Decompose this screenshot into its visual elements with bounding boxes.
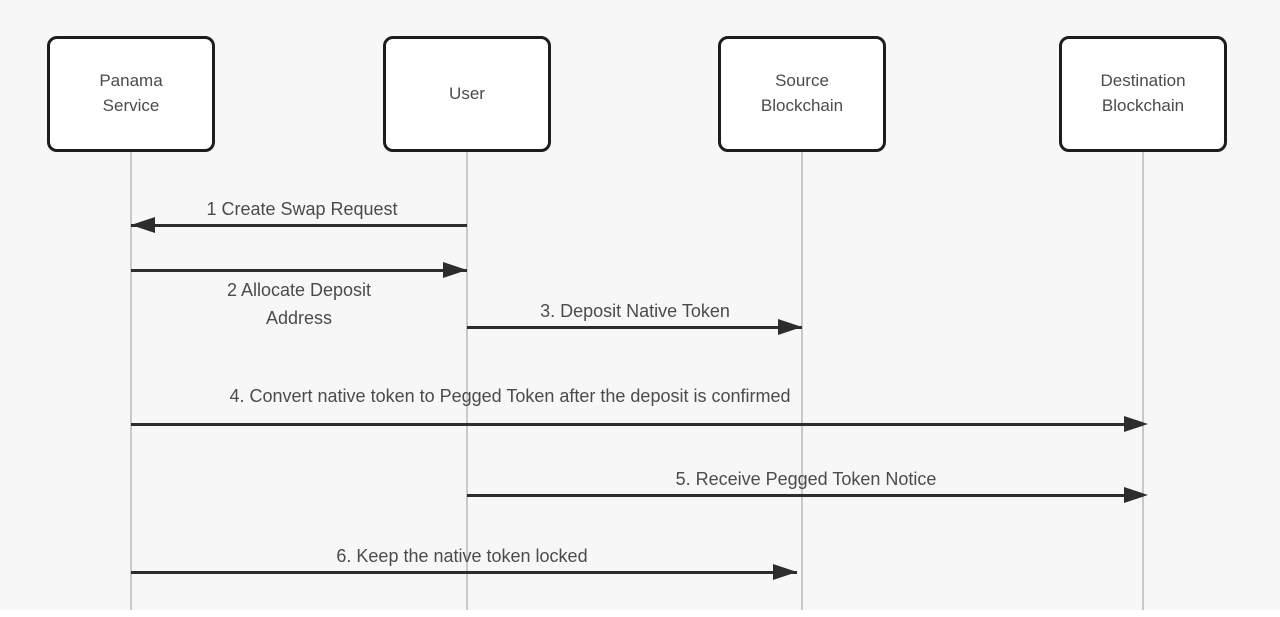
message-1-arrow-line	[131, 224, 467, 227]
message-5-arrowhead-right-icon	[1124, 487, 1148, 503]
message-6-arrowhead-right-icon	[773, 564, 797, 580]
actor-label-panama-service: Panama Service	[99, 71, 163, 115]
message-5-label: 5. Receive Pegged Token Notice	[675, 469, 937, 489]
message-4-arrowhead-right-icon	[1124, 416, 1148, 432]
lifeline-source-blockchain	[801, 152, 803, 610]
message-2-label: 2 Allocate Deposit Address	[226, 280, 372, 328]
message-2-arrowhead-right-icon	[443, 262, 467, 278]
message-3-label: 3. Deposit Native Token	[540, 301, 730, 321]
lifeline-panama-service	[130, 152, 132, 610]
message-4-label: 4. Convert native token to Pegged Token …	[229, 386, 791, 406]
actor-label-destination-blockchain: Destination Blockchain	[1100, 71, 1186, 115]
message-4-arrow-line	[131, 423, 1143, 426]
message-2-arrow-line	[131, 269, 467, 272]
message-6-label: 6. Keep the native token locked	[336, 546, 588, 566]
actor-box-source-blockchain: Source Blockchain	[718, 36, 886, 152]
message-1-label: 1 Create Swap Request	[206, 199, 398, 219]
message-3-arrowhead-right-icon	[778, 319, 802, 335]
lifeline-user	[466, 152, 468, 610]
bottom-white-strip	[0, 610, 1280, 617]
message-5-arrow-line	[467, 494, 1143, 497]
message-3-arrow-line	[467, 326, 802, 329]
actor-box-destination-blockchain: Destination Blockchain	[1059, 36, 1227, 152]
lifeline-destination-blockchain	[1142, 152, 1144, 610]
message-6-arrow-line	[131, 571, 797, 574]
actor-box-panama-service: Panama Service	[47, 36, 215, 152]
actor-box-user: User	[383, 36, 551, 152]
message-1-arrowhead-left-icon	[131, 217, 155, 233]
actor-label-source-blockchain: Source Blockchain	[760, 71, 844, 115]
actor-label-user: User	[449, 83, 485, 103]
